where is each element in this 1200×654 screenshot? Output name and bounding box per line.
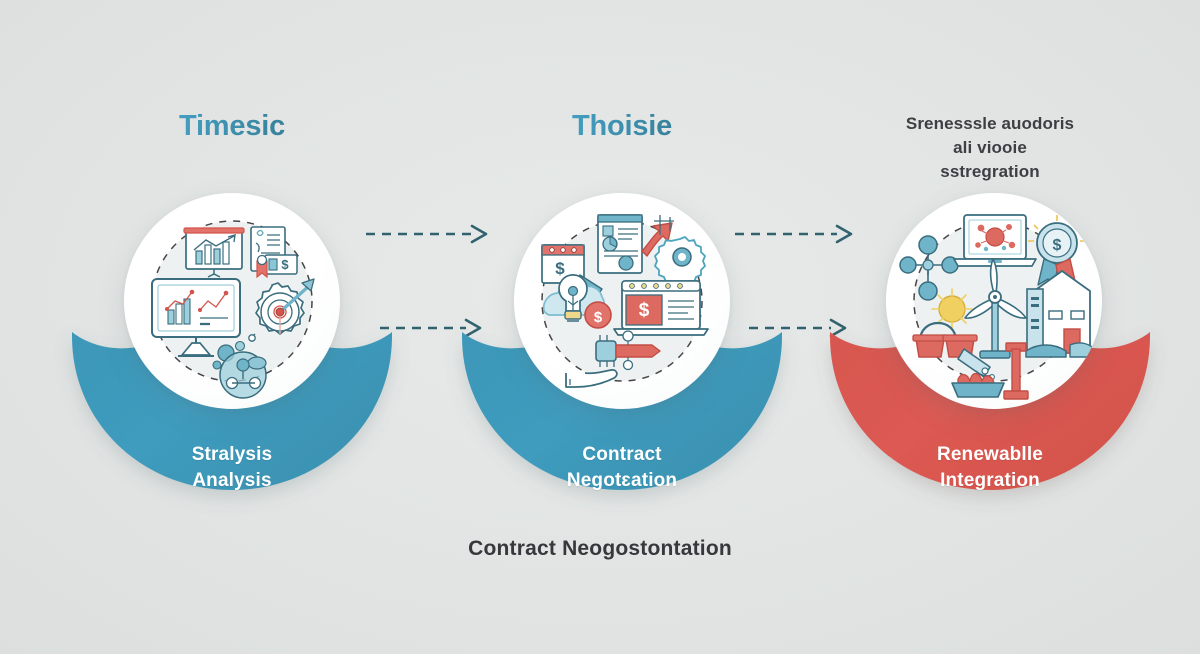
stage-2-banner-line-2: Negotɛation: [566, 469, 678, 491]
connector-arrow-2-top: [735, 224, 863, 244]
bottom-caption: Contract Neogostontation: [468, 537, 732, 560]
sun-plant-pots-icon: [912, 288, 978, 358]
gear-target-dart-icon: [248, 278, 315, 342]
stage-1-banner-label: Stralysis Analysis: [70, 442, 394, 493]
laptop-dollar-screen-icon: $: [613, 280, 709, 336]
document-certificate-dollar-icon: $: [250, 226, 298, 279]
stage-3-icon-circle: $: [886, 193, 1102, 409]
stage-3-heading-line-3: sstregration: [940, 162, 1040, 182]
connector-arrow-1-top: [366, 224, 494, 244]
antenna-lines-icon: [654, 215, 674, 235]
report-pie-chart-icon: [597, 214, 643, 274]
molecule-network-icon: [212, 340, 267, 399]
presentation-board-bar-chart-icon: [183, 227, 245, 278]
stage-3-banner-label: Renewablle Integration: [828, 442, 1152, 493]
stage-2-icon-circle: $ $: [514, 193, 730, 409]
monitor-growth-chart-icon: [151, 278, 241, 357]
svg-text:$: $: [281, 257, 289, 272]
svg-text:$: $: [594, 309, 603, 326]
stage-1-banner-line-1: Stralysis: [191, 444, 273, 465]
stage-3-banner-line-1: Renewablle: [936, 444, 1044, 465]
water-plant-pump-icon: [951, 342, 1029, 400]
stage-1-banner-line-2: Analysis: [192, 469, 272, 491]
stage-3-heading-line-1: Srenesssle auodoris: [905, 114, 1075, 133]
stage-renewable-integration: Srenesssle auodoris ali viooie sstregrat…: [820, 0, 1160, 654]
svg-text:$: $: [639, 300, 650, 321]
stage-analysis: Timesic Stralysis Analysis: [62, 0, 402, 654]
svg-text:$: $: [1053, 237, 1062, 254]
connector-arrow-2-bottom: [735, 318, 863, 338]
stage-1-heading: Timesic: [62, 108, 402, 145]
microchip-hand-icon: [565, 330, 661, 388]
stage-3-heading: Srenesssle auodoris ali viooie sstregrat…: [820, 112, 1160, 184]
svg-text:$: $: [555, 259, 565, 278]
house-building-icon: [1025, 270, 1097, 358]
stage-3-banner-line-2: Integration: [940, 469, 1040, 491]
wind-turbine-icon: [964, 258, 1027, 359]
stage-contract-negotiation: Thoisie Contract Negotɛation: [452, 0, 792, 654]
connector-arrow-1-bottom: [366, 318, 494, 338]
laptop-molecule-icon: [953, 214, 1037, 267]
stage-2-banner-line-1: Contract: [582, 444, 662, 465]
stage-2-banner-label: Contract Negotɛation: [460, 442, 784, 493]
red-arrow-icon: [641, 222, 673, 257]
stage-3-heading-line-2: ali viooie: [953, 138, 1027, 158]
stage-2-heading: Thoisie: [452, 108, 792, 145]
gear-icon: [654, 236, 706, 286]
dollar-coin-icon: $: [584, 301, 612, 329]
stage-1-icon-circle: $: [124, 193, 340, 409]
